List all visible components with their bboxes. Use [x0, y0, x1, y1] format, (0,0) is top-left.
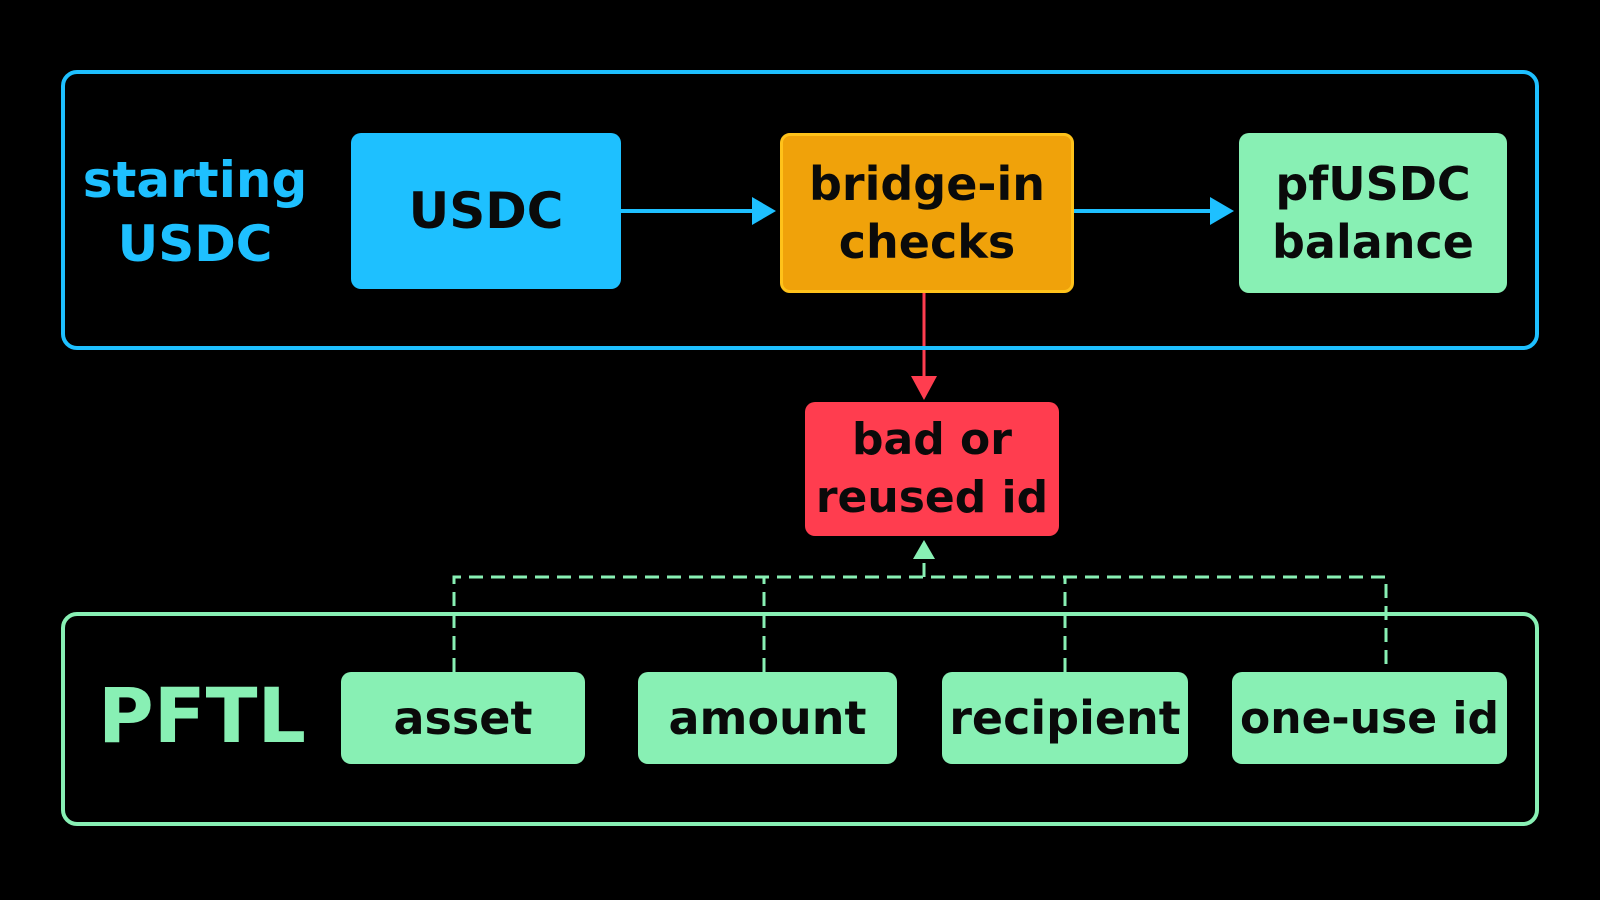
arrowhead-fields-to-rejected: [913, 540, 935, 559]
group-label-line-2: USDC: [117, 215, 273, 273]
arrowhead-bridge-to-pfusdc: [1210, 197, 1234, 225]
pfusdc-balance-node: pfUSDC balance: [1239, 133, 1507, 293]
pftl-group-frame: [61, 612, 1539, 826]
field-label: asset: [393, 691, 533, 745]
field-label: amount: [668, 691, 867, 745]
field-amount-node: amount: [638, 672, 897, 764]
rejected-node-line-1: bad or: [852, 414, 1012, 465]
dashed-bus-horizontal: [452, 575, 1388, 672]
arrowhead-bridge-to-rejected: [911, 376, 937, 400]
rejected-node-line-2: reused id: [815, 472, 1049, 523]
usdc-node-label: USDC: [408, 182, 564, 240]
bad-or-reused-id-node: bad or reused id: [805, 402, 1059, 536]
bridge-node-line-1: bridge-in: [808, 157, 1046, 211]
pftl-group-label: PFTL: [98, 671, 306, 760]
pfusdc-node-line-1: pfUSDC: [1275, 157, 1471, 211]
field-asset-node: asset: [341, 672, 585, 764]
usdc-node: USDC: [351, 133, 621, 289]
field-label: recipient: [949, 691, 1181, 745]
starting-usdc-group-frame: [61, 70, 1539, 350]
field-recipient-node: recipient: [942, 672, 1188, 764]
starting-usdc-group-label: starting USDC: [80, 148, 310, 276]
bridge-node-line-2: checks: [838, 215, 1016, 269]
bridge-in-checks-node: bridge-in checks: [780, 133, 1074, 293]
field-one-use-id-node: one-use id: [1232, 672, 1507, 764]
group-label-line-1: starting: [82, 151, 308, 209]
pfusdc-node-line-2: balance: [1272, 215, 1474, 269]
dashed-field-bus: [452, 560, 1388, 672]
arrowhead-usdc-to-bridge: [752, 197, 776, 225]
field-label: one-use id: [1240, 692, 1499, 744]
